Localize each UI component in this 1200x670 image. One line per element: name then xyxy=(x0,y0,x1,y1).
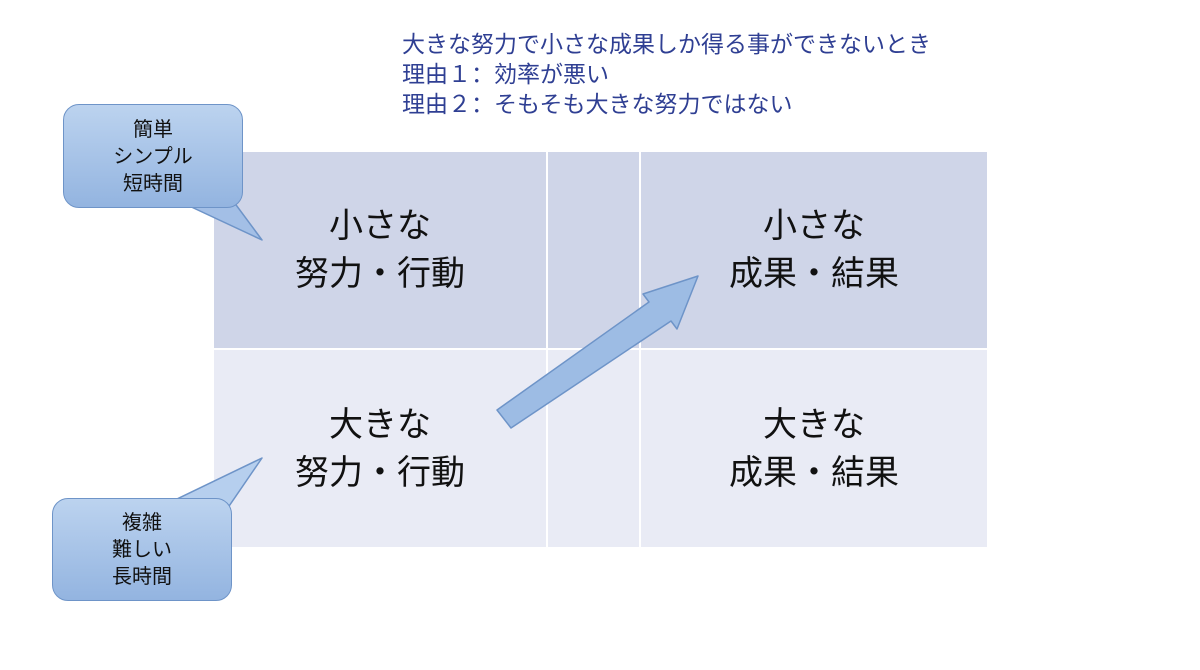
cell-small-effort: 小さな 努力・行動 xyxy=(214,152,546,348)
cell-small-effort-line-1: 小さな xyxy=(329,206,431,246)
callout-small-line-1: 簡単 xyxy=(133,116,173,141)
callout-large-effort: 複雑 難しい 長時間 xyxy=(52,498,232,601)
heading: 大きな努力で小さな成果しか得る事ができないとき 理由１：効率が悪い 理由２：そも… xyxy=(402,30,931,120)
callout-large-line-2: 難しい xyxy=(112,537,172,561)
callout-small-line-2: シンプル xyxy=(113,143,193,168)
cell-large-result-line-2: 成果・結果 xyxy=(729,452,899,493)
cell-large-effort-line-2: 努力・行動 xyxy=(295,452,465,493)
callout-small-line-3: 短時間 xyxy=(123,170,183,195)
callout-large-line-1: 複雑 xyxy=(122,510,162,534)
cell-large-result-line-1: 大きな xyxy=(763,404,865,445)
cell-small-result: 小さな 成果・結果 xyxy=(641,152,987,348)
cell-middle-top xyxy=(548,152,639,348)
cell-large-effort-line-1: 大きな xyxy=(329,404,431,445)
diagonal-arrow xyxy=(496,275,699,429)
callout-small-effort: 簡単 シンプル 短時間 xyxy=(63,104,243,208)
heading-line-2: 理由１：効率が悪い xyxy=(402,62,609,88)
heading-line-3: 理由２：そもそも大きな努力ではない xyxy=(402,92,793,118)
cell-small-effort-line-2: 努力・行動 xyxy=(295,254,465,294)
cell-large-effort: 大きな 努力・行動 xyxy=(214,350,546,547)
callout-large-line-3: 長時間 xyxy=(112,564,172,588)
heading-line-1: 大きな努力で小さな成果しか得る事ができないとき xyxy=(402,32,931,58)
cell-small-result-line-1: 小さな xyxy=(763,206,865,246)
cell-small-result-line-2: 成果・結果 xyxy=(729,254,899,294)
cell-large-result: 大きな 成果・結果 xyxy=(641,350,987,547)
